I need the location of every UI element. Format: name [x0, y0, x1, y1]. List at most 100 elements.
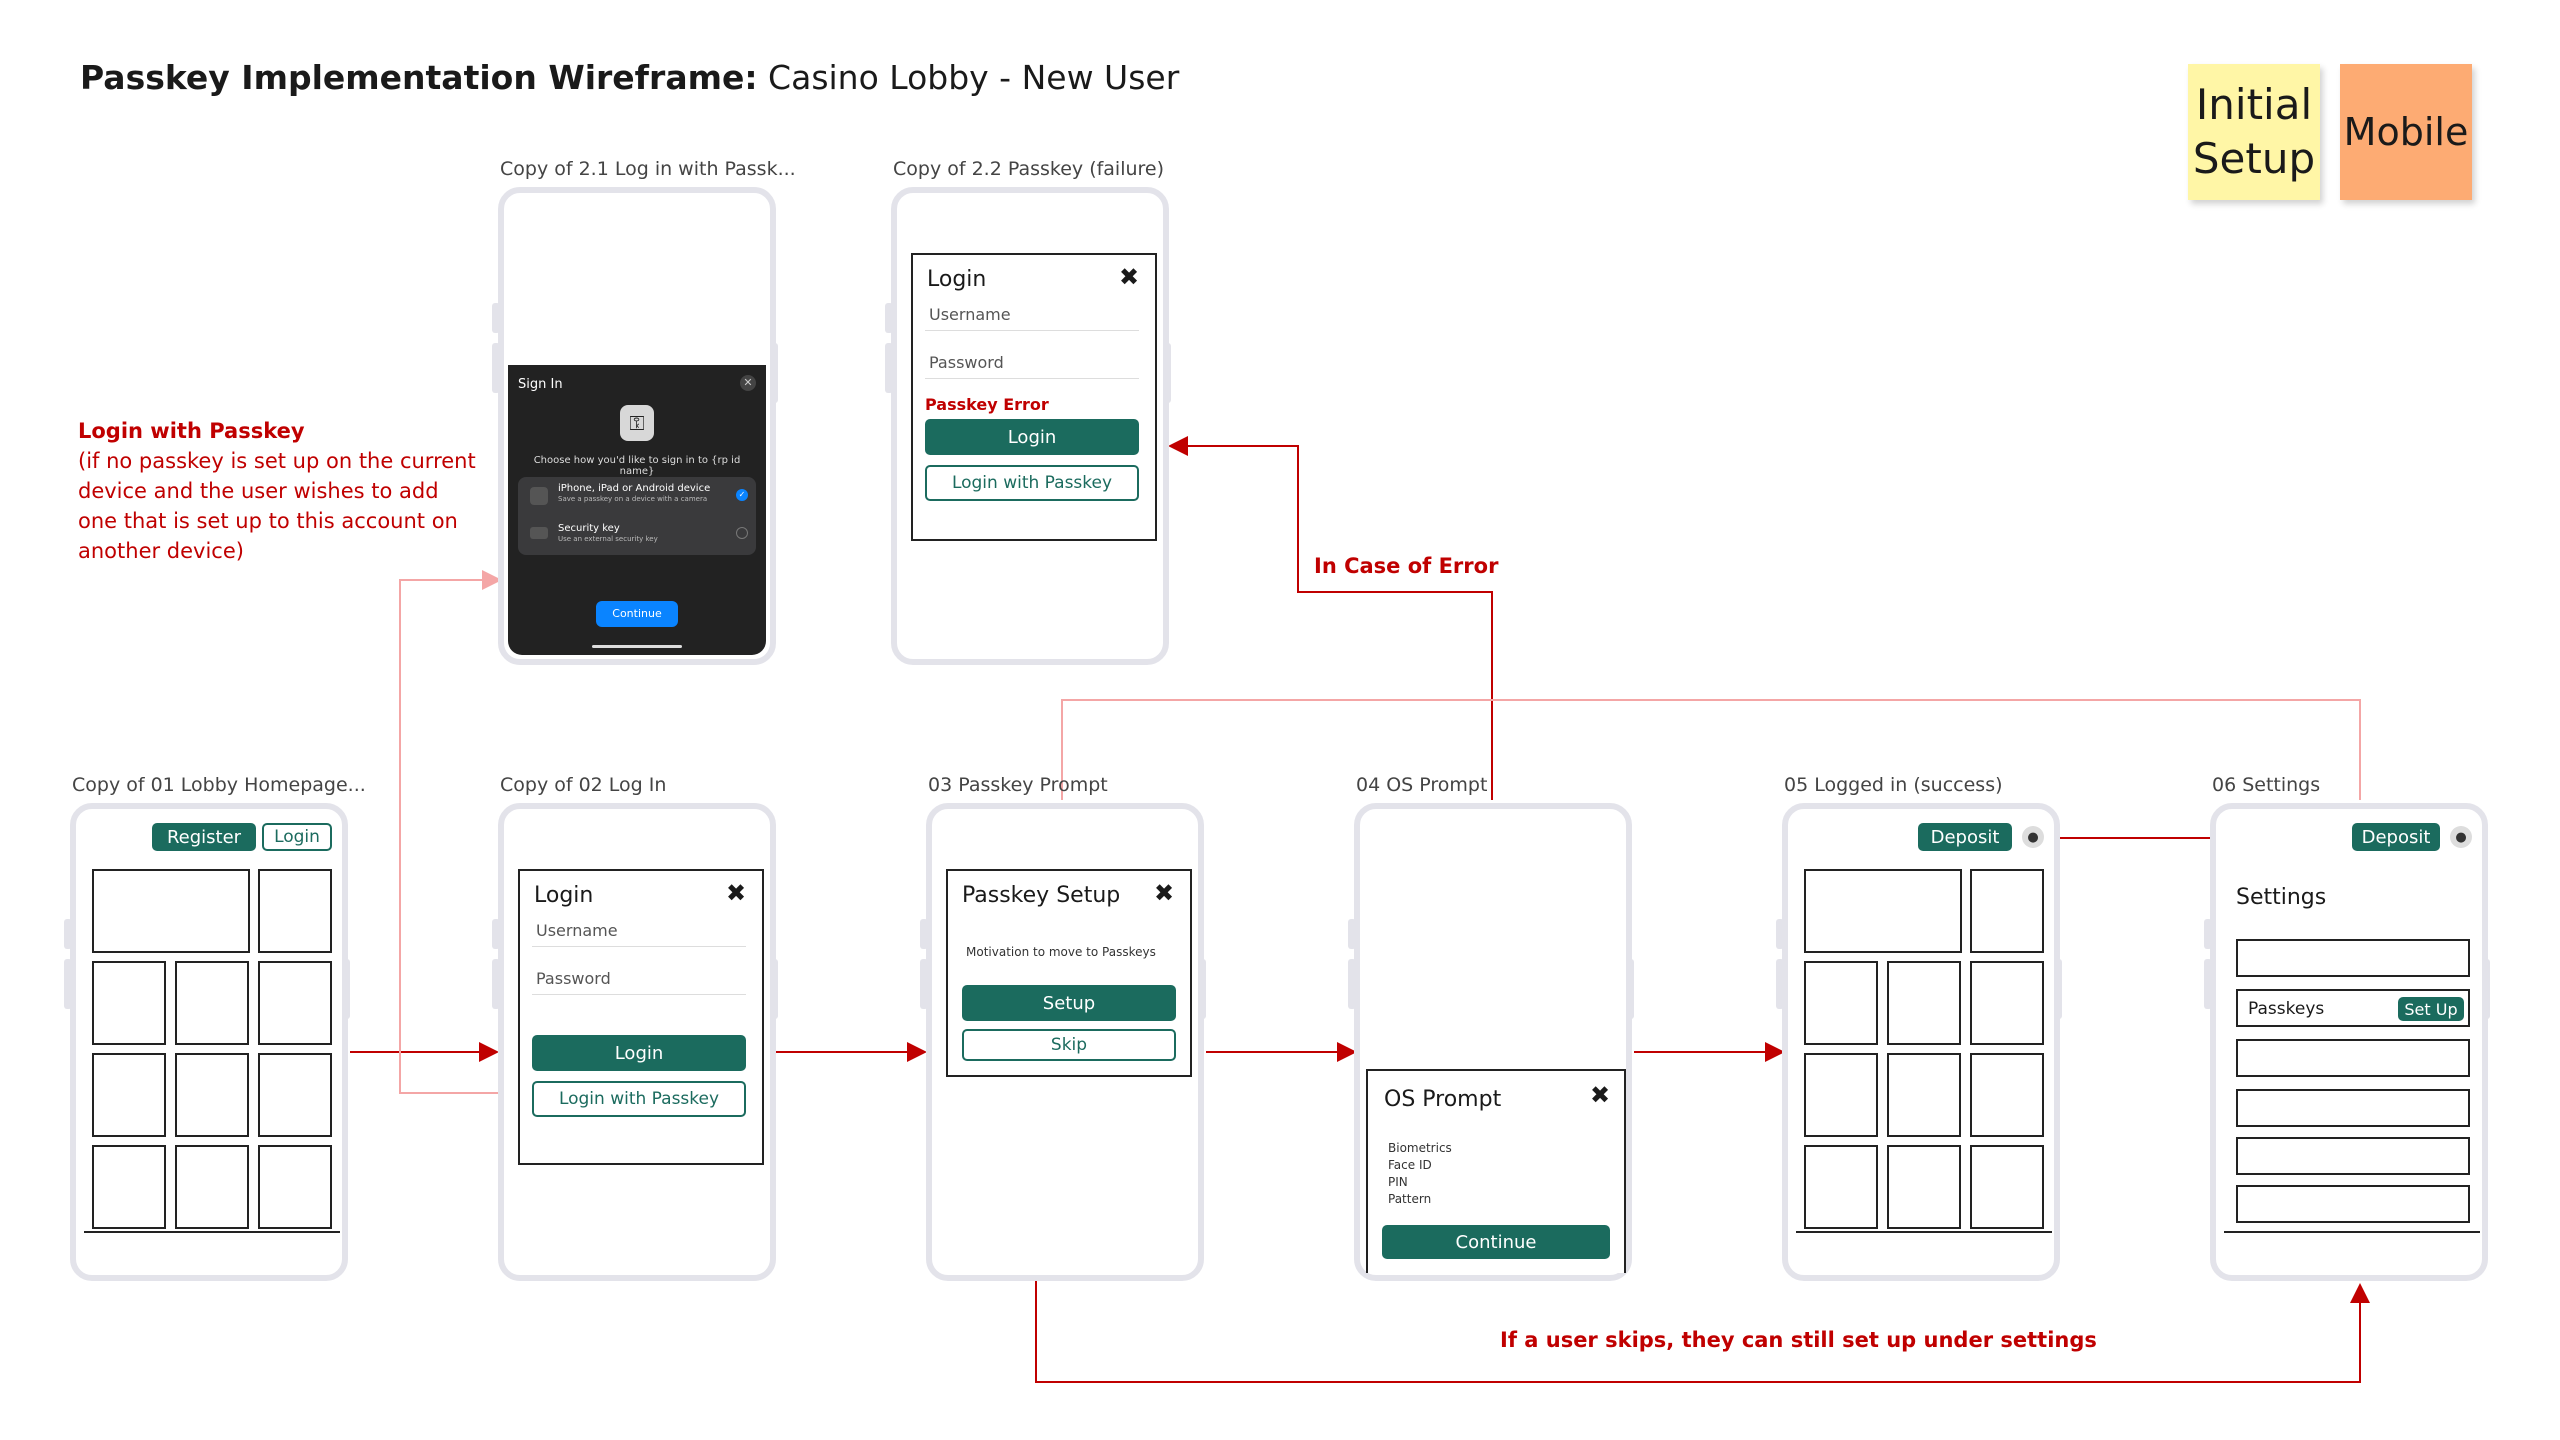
- ios-option1-title: iPhone, iPad or Android device: [558, 483, 711, 494]
- settings-row[interactable]: [2236, 1137, 2470, 1175]
- sticky-orange-text: Mobile: [2343, 110, 2469, 154]
- phone-side-button: [2204, 919, 2212, 949]
- passkey-setup-button[interactable]: Set Up: [2398, 997, 2464, 1021]
- settings-row[interactable]: [2236, 1089, 2470, 1127]
- game-tile[interactable]: [258, 869, 332, 953]
- ios-continue-button[interactable]: Continue: [596, 601, 678, 627]
- security-key-icon: [530, 527, 548, 539]
- phone-passkey-fail: Login ✖ Username Password Passkey Error …: [885, 187, 1171, 665]
- login-dialog-title: Login: [534, 883, 594, 908]
- lobby-login-button[interactable]: Login: [262, 823, 332, 851]
- settings-row[interactable]: [2236, 939, 2470, 977]
- login-with-passkey-button[interactable]: Login with Passkey: [532, 1081, 746, 1117]
- game-tile[interactable]: [258, 1053, 332, 1137]
- username-field[interactable]: Username: [532, 921, 746, 947]
- os-prompt-title: OS Prompt: [1384, 1087, 1502, 1112]
- game-tile[interactable]: [92, 869, 250, 953]
- ios-option2-radio-icon[interactable]: [736, 527, 748, 539]
- password-field[interactable]: Password: [925, 353, 1139, 379]
- os-option-face-id[interactable]: Face ID: [1388, 1158, 1432, 1172]
- passkey-setup-title: Passkey Setup: [962, 883, 1121, 908]
- passkeys-label: Passkeys: [2248, 999, 2325, 1019]
- phone-side-button: [1626, 959, 1634, 1019]
- settings-row[interactable]: [2236, 1039, 2470, 1077]
- game-tile[interactable]: [1970, 961, 2044, 1045]
- close-icon[interactable]: ✖: [1119, 263, 1140, 291]
- game-tile[interactable]: [1804, 869, 1962, 953]
- login-button[interactable]: Login: [925, 419, 1139, 455]
- game-tile[interactable]: [175, 1053, 249, 1137]
- setup-button[interactable]: Setup: [962, 985, 1176, 1021]
- settings-row[interactable]: [2236, 1185, 2470, 1223]
- frame-label-os-prompt: 04 OS Prompt: [1356, 774, 1488, 796]
- passkey-motivation-text: Motivation to move to Passkeys: [966, 945, 1156, 959]
- game-tile[interactable]: [1970, 1145, 2044, 1229]
- ios-option1-selected-icon[interactable]: ✓: [736, 489, 748, 501]
- game-tile[interactable]: [1804, 1145, 1878, 1229]
- password-field[interactable]: Password: [532, 969, 746, 995]
- phone-side-button: [1198, 959, 1206, 1019]
- phone-side-button: [1348, 919, 1356, 949]
- os-continue-button[interactable]: Continue: [1382, 1225, 1610, 1259]
- phone-logged-in: Deposit ●: [1776, 803, 2062, 1281]
- ios-sheet-prompt: Choose how you'd like to sign in to {rp …: [533, 455, 741, 477]
- phone-passkey-login: Sign In ✕ ⚿ Choose how you'd like to sig…: [492, 187, 778, 665]
- game-tile[interactable]: [1887, 1145, 1961, 1229]
- frame-label-settings: 06 Settings: [2212, 774, 2321, 796]
- register-button[interactable]: Register: [152, 823, 256, 851]
- username-field[interactable]: Username: [925, 305, 1139, 331]
- game-tile[interactable]: [258, 1145, 332, 1229]
- game-tile[interactable]: [92, 961, 166, 1045]
- os-option-biometrics[interactable]: Biometrics: [1388, 1141, 1452, 1155]
- settings-row-passkeys[interactable]: Passkeys Set Up: [2236, 989, 2470, 1027]
- login-button[interactable]: Login: [532, 1035, 746, 1071]
- key-icon: ⚿: [620, 405, 654, 441]
- sticky-note-mobile: Mobile: [2340, 64, 2472, 200]
- deposit-button[interactable]: Deposit: [2352, 823, 2440, 851]
- game-tile[interactable]: [1970, 869, 2044, 953]
- phone-side-button: [1776, 959, 1784, 1009]
- bottom-divider: [2224, 1231, 2480, 1233]
- bottom-divider: [84, 1231, 340, 1233]
- os-option-pin[interactable]: PIN: [1388, 1175, 1408, 1189]
- frame-label-lobby: Copy of 01 Lobby Homepage...: [72, 774, 366, 796]
- phone-side-button: [770, 343, 778, 403]
- game-tile[interactable]: [1804, 961, 1878, 1045]
- close-icon[interactable]: ✖: [1590, 1081, 1611, 1109]
- game-tile[interactable]: [1804, 1053, 1878, 1137]
- skip-button[interactable]: Skip: [962, 1029, 1176, 1061]
- game-tile[interactable]: [1970, 1053, 2044, 1137]
- phone-side-button: [885, 343, 893, 393]
- deposit-button[interactable]: Deposit: [1918, 823, 2012, 851]
- game-tile[interactable]: [92, 1053, 166, 1137]
- game-tile[interactable]: [92, 1145, 166, 1229]
- user-avatar-icon[interactable]: ●: [2450, 826, 2472, 848]
- arrow-os-to-failure: [1168, 436, 1493, 800]
- close-icon[interactable]: ✖: [726, 879, 747, 907]
- page-title: Passkey Implementation Wireframe: Casino…: [80, 58, 1179, 97]
- ios-home-indicator: [592, 645, 682, 648]
- phone-side-button: [2054, 959, 2062, 1019]
- close-icon[interactable]: ✖: [1154, 879, 1175, 907]
- login-with-passkey-button[interactable]: Login with Passkey: [925, 465, 1139, 501]
- edge-label-skip: If a user skips, they can still set up u…: [1500, 1328, 2097, 1352]
- game-tile[interactable]: [1887, 961, 1961, 1045]
- os-option-pattern[interactable]: Pattern: [1388, 1192, 1432, 1206]
- phone-side-button: [1348, 959, 1356, 1009]
- login-dialog-title: Login: [927, 267, 987, 292]
- game-tile[interactable]: [175, 961, 249, 1045]
- ios-option2-sub: Use an external security key: [558, 535, 658, 543]
- os-prompt-sheet: OS Prompt ✖ Biometrics Face ID PIN Patte…: [1366, 1069, 1626, 1273]
- ios-close-icon[interactable]: ✕: [740, 375, 756, 391]
- phone-side-button: [1163, 343, 1171, 403]
- frame-label-login: Copy of 02 Log In: [500, 774, 667, 796]
- title-rest: Casino Lobby - New User: [757, 58, 1180, 97]
- user-avatar-icon[interactable]: ●: [2022, 826, 2044, 848]
- game-tile[interactable]: [175, 1145, 249, 1229]
- phone-side-button: [492, 303, 500, 333]
- ios-sign-in-sheet: Sign In ✕ ⚿ Choose how you'd like to sig…: [508, 365, 766, 655]
- game-tile[interactable]: [1887, 1053, 1961, 1137]
- phone-side-button: [492, 959, 500, 1009]
- game-tile[interactable]: [258, 961, 332, 1045]
